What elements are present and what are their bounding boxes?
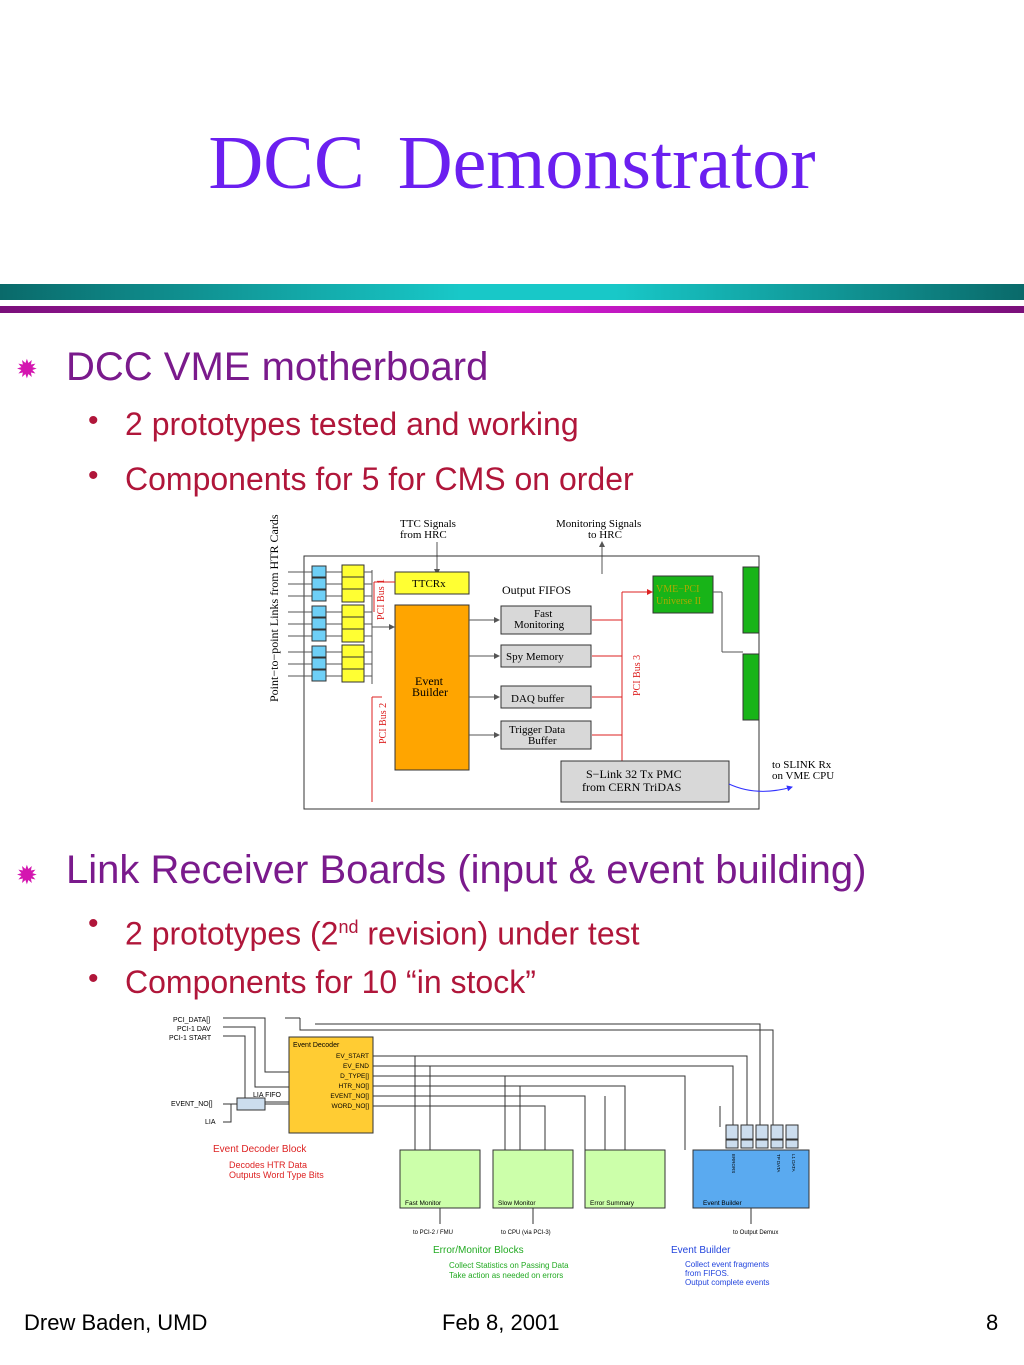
input-event-no: EVENT_NO[]: [171, 1101, 213, 1108]
lrb-block-diagram: PCI_DATA[] PCI-1 DAV PCI-1 START EVENT_N…: [169, 1017, 810, 1287]
trigger-data-label-2: Buffer: [528, 735, 557, 747]
dcc-block-diagram: TTC Signals from HRC Monitoring Signals …: [267, 514, 834, 810]
slink-label-2: from CERN TriDAS: [582, 780, 681, 794]
bullet-icon: ✹: [16, 354, 38, 384]
header-band-teal: [0, 284, 1024, 300]
ttcrx-label: TTCRx: [412, 578, 446, 590]
sig-word-no: WORD_NO[]: [331, 1103, 369, 1110]
fast-monitoring-label-2: Monitoring: [514, 619, 565, 631]
bullet-icon: ✹: [16, 860, 38, 890]
sub-bullet-icon: •: [88, 459, 99, 492]
sub-bullet-stock: Components for 10 “in stock”: [125, 964, 536, 1000]
footer-page-number: 8: [986, 1310, 999, 1335]
header-band-magenta: [0, 306, 1024, 313]
bullet-dcc-vme: DCC VME motherboard: [66, 345, 489, 389]
footer-author: Drew Baden, UMD: [24, 1310, 208, 1335]
event-decoder-title: Event Decoder: [293, 1042, 340, 1049]
slink-label: S−Link 32 Tx PMC: [586, 767, 682, 781]
pci-bus-1: PCI Bus 1: [376, 579, 387, 620]
sig-d-type: D_TYPE[]: [340, 1073, 369, 1080]
link-inputs: [287, 564, 395, 684]
fast-monitor-label: Fast Monitor: [405, 1200, 442, 1207]
ebt-desc-3: Output complete events: [685, 1278, 770, 1287]
lia-fifo-label: LIA FIFO: [253, 1092, 282, 1099]
side-links-label: Point−to−point Links from HTR Cards: [267, 514, 281, 702]
spy-memory-label: Spy Memory: [506, 651, 564, 663]
fifo-errors: ERRORS: [731, 1154, 736, 1173]
ttc-signals-label-2: from HRC: [400, 529, 447, 541]
event-builder-title: Event Builder: [671, 1245, 731, 1256]
fifo-tp-data: TP DATA: [776, 1154, 781, 1172]
pci-bus-3: PCI Bus 3: [632, 655, 643, 696]
sub-bullet-revision: 2 prototypes (2nd revision) under test: [125, 915, 640, 952]
sub-bullet-prototypes: 2 prototypes tested and working: [125, 406, 579, 442]
event-builder-label: Event: [415, 674, 444, 688]
to-output-demux-label: to Output Demux: [733, 1230, 778, 1236]
error-monitor-blocks-label: Error/Monitor Blocks: [433, 1245, 524, 1256]
fifo-stacks: [725, 1124, 799, 1149]
sub-bullet-icon: •: [88, 907, 99, 940]
pci-bus-2: PCI Bus 2: [378, 703, 389, 744]
edb-desc-1: Decodes HTR Data: [229, 1160, 307, 1170]
ebt-desc-2: from FIFOS.: [685, 1269, 729, 1278]
monitoring-signals-label: Monitoring Signals: [556, 518, 641, 530]
slow-monitor-label: Slow Monitor: [498, 1200, 536, 1207]
sub-bullet-icon: •: [88, 404, 99, 437]
emb-desc-1: Collect Statistics on Passing Data: [449, 1261, 569, 1270]
sig-htr-no: HTR_NO[]: [339, 1083, 370, 1090]
footer-date: Feb 8, 2001: [442, 1310, 560, 1335]
event-builder-box-label: Event Builder: [703, 1200, 742, 1207]
sig-ev-start: EV_START: [336, 1053, 369, 1060]
monitoring-signals-label-2: to HRC: [588, 529, 622, 541]
to-cpu-label: to CPU (via PCI-3): [501, 1230, 551, 1236]
output-fifos-label: Output FIFOS: [502, 583, 571, 597]
to-pci2-label: to PCI-2 / FMU: [413, 1230, 453, 1236]
event-builder-label-2: Builder: [412, 685, 448, 699]
ebt-desc-1: Collect event fragments: [685, 1260, 769, 1269]
sig-event-no: EVENT_NO[]: [330, 1093, 369, 1100]
slide-title: DCC Demonstrator: [208, 121, 816, 205]
sub-bullet-components: Components for 5 for CMS on order: [125, 461, 634, 497]
input-pci-start: PCI-1 START: [169, 1035, 212, 1042]
vme-pci-label-2: Universe II: [656, 596, 701, 607]
sig-ev-end: EV_END: [343, 1063, 369, 1070]
input-lia: LIA: [205, 1119, 216, 1126]
bullet-link-receiver: Link Receiver Boards (input & event buil…: [66, 848, 867, 892]
event-decoder-block-label: Event Decoder Block: [213, 1144, 307, 1155]
to-slink-label: to SLINK Rx: [772, 759, 832, 771]
ttc-signals-label: TTC Signals: [400, 518, 456, 530]
vme-pci-label: VME−PCI: [656, 584, 699, 595]
edb-desc-2: Outputs Word Type Bits: [229, 1170, 324, 1180]
sub-bullet-icon: •: [88, 962, 99, 995]
fifo-l1-data: L1 DATA: [791, 1154, 796, 1172]
trigger-data-label: Trigger Data: [509, 724, 565, 736]
input-pci-dav: PCI-1 DAV: [177, 1026, 211, 1033]
daq-buffer-label: DAQ buffer: [511, 693, 565, 705]
emb-desc-2: Take action as needed on errors: [449, 1271, 563, 1280]
fast-monitoring-label: Fast: [534, 608, 552, 620]
error-summary-label: Error Summary: [590, 1200, 635, 1207]
to-slink-label-2: on VME CPU: [772, 770, 834, 782]
input-pci-data: PCI_DATA[]: [173, 1017, 210, 1024]
